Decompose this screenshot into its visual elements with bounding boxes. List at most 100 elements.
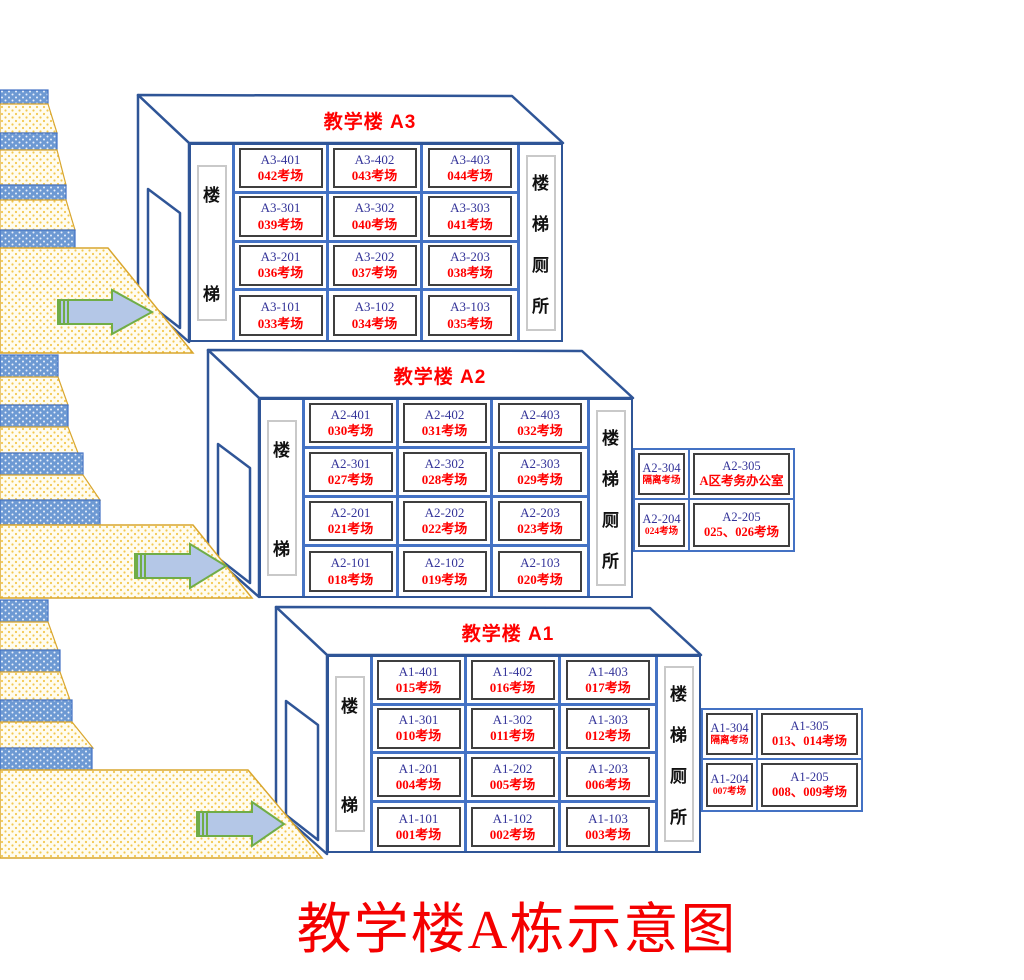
stairwell-char: 楼 <box>203 185 220 205</box>
room-number: A2-303 <box>520 455 560 471</box>
stair-wc-column: 楼 梯 厕 所 <box>655 657 699 851</box>
stairwell-label: 楼 梯 <box>196 164 227 321</box>
room-number: A3-401 <box>260 151 301 167</box>
building-a2-title: 教学楼 A2 <box>393 367 487 388</box>
stair-wc-char: 所 <box>532 296 549 316</box>
stair-step-blue <box>0 89 49 105</box>
stair-step-yellow <box>0 199 76 231</box>
building-a2-shell <box>206 348 635 599</box>
door <box>284 699 320 842</box>
stair-step-yellow <box>0 103 58 134</box>
stair-step-yellow <box>0 671 71 701</box>
room-number: A2-103 <box>520 555 560 571</box>
exam-label: 020考场 <box>517 571 563 587</box>
exam-label: 005考场 <box>489 776 536 792</box>
exam-label: 033考场 <box>257 315 304 331</box>
stair-wc-char: 厕 <box>532 255 549 275</box>
stair-step-yellow <box>0 474 102 501</box>
exam-label: 042考场 <box>257 167 304 183</box>
stair-step-blue <box>0 649 61 673</box>
exam-label: 025、026考场 <box>703 525 779 539</box>
room-number: A3-203 <box>450 249 490 265</box>
stair-wc-char: 所 <box>670 808 687 827</box>
room-number: A3-201 <box>260 249 301 265</box>
stair-step-yellow <box>0 376 69 406</box>
exam-label: 029考场 <box>517 472 563 487</box>
exam-label: 031考场 <box>421 423 468 438</box>
room-number: A1-304 <box>710 720 749 735</box>
stair-step-blue <box>0 229 76 249</box>
exam-label: 006考场 <box>585 776 631 792</box>
room-number: A3-403 <box>450 151 490 167</box>
exam-label: 010考场 <box>395 728 442 744</box>
stair-wc-label: 楼 梯 厕 所 <box>525 154 556 331</box>
room-number: A1-101 <box>398 810 439 826</box>
room-number: A3-202 <box>354 249 395 265</box>
stair-landing <box>0 769 324 859</box>
stair-wc-label: 楼 梯 厕 所 <box>663 666 694 842</box>
building-a3-shell <box>136 93 565 344</box>
exam-label: 036考场 <box>257 265 304 281</box>
stair-wc-char: 楼 <box>670 685 687 704</box>
room-number: A2-201 <box>330 504 371 520</box>
stair-step-blue <box>0 132 58 151</box>
room-number: A2-101 <box>330 555 371 571</box>
exam-label: 035考场 <box>447 315 493 331</box>
room-number: A2-102 <box>424 555 465 571</box>
room-number: A1-204 <box>710 771 749 786</box>
exam-label: 002考场 <box>489 826 536 842</box>
room-number: A1-301 <box>398 712 439 727</box>
door <box>146 187 182 330</box>
exam-label: 隔离考场 <box>710 735 749 746</box>
room-number: A2-402 <box>424 406 465 422</box>
stairwell-char: 楼 <box>341 697 358 716</box>
room-number: A2-301 <box>330 455 371 471</box>
room-number: A2-403 <box>520 406 560 422</box>
stair-step-blue <box>0 699 73 723</box>
exam-label: 003考场 <box>585 826 631 842</box>
room-number: A3-103 <box>450 299 490 315</box>
stair-step-yellow <box>0 149 67 186</box>
room-number: A1-203 <box>588 760 628 776</box>
room-number: A3-102 <box>354 299 395 315</box>
room-number: A2-305 <box>722 459 761 473</box>
room-number: A1-102 <box>492 810 533 826</box>
stair-step-yellow <box>0 621 59 651</box>
exam-label: 004考场 <box>395 776 442 792</box>
exam-label: 023考场 <box>517 521 563 536</box>
room-number: A1-302 <box>492 712 533 727</box>
stairwell-char: 梯 <box>341 796 358 815</box>
stair-wc-char: 楼 <box>532 173 549 193</box>
stairwell-label: 楼 梯 <box>334 676 365 832</box>
stair-wc-char: 厕 <box>670 767 687 786</box>
entrance-arrow-a3 <box>57 288 155 336</box>
